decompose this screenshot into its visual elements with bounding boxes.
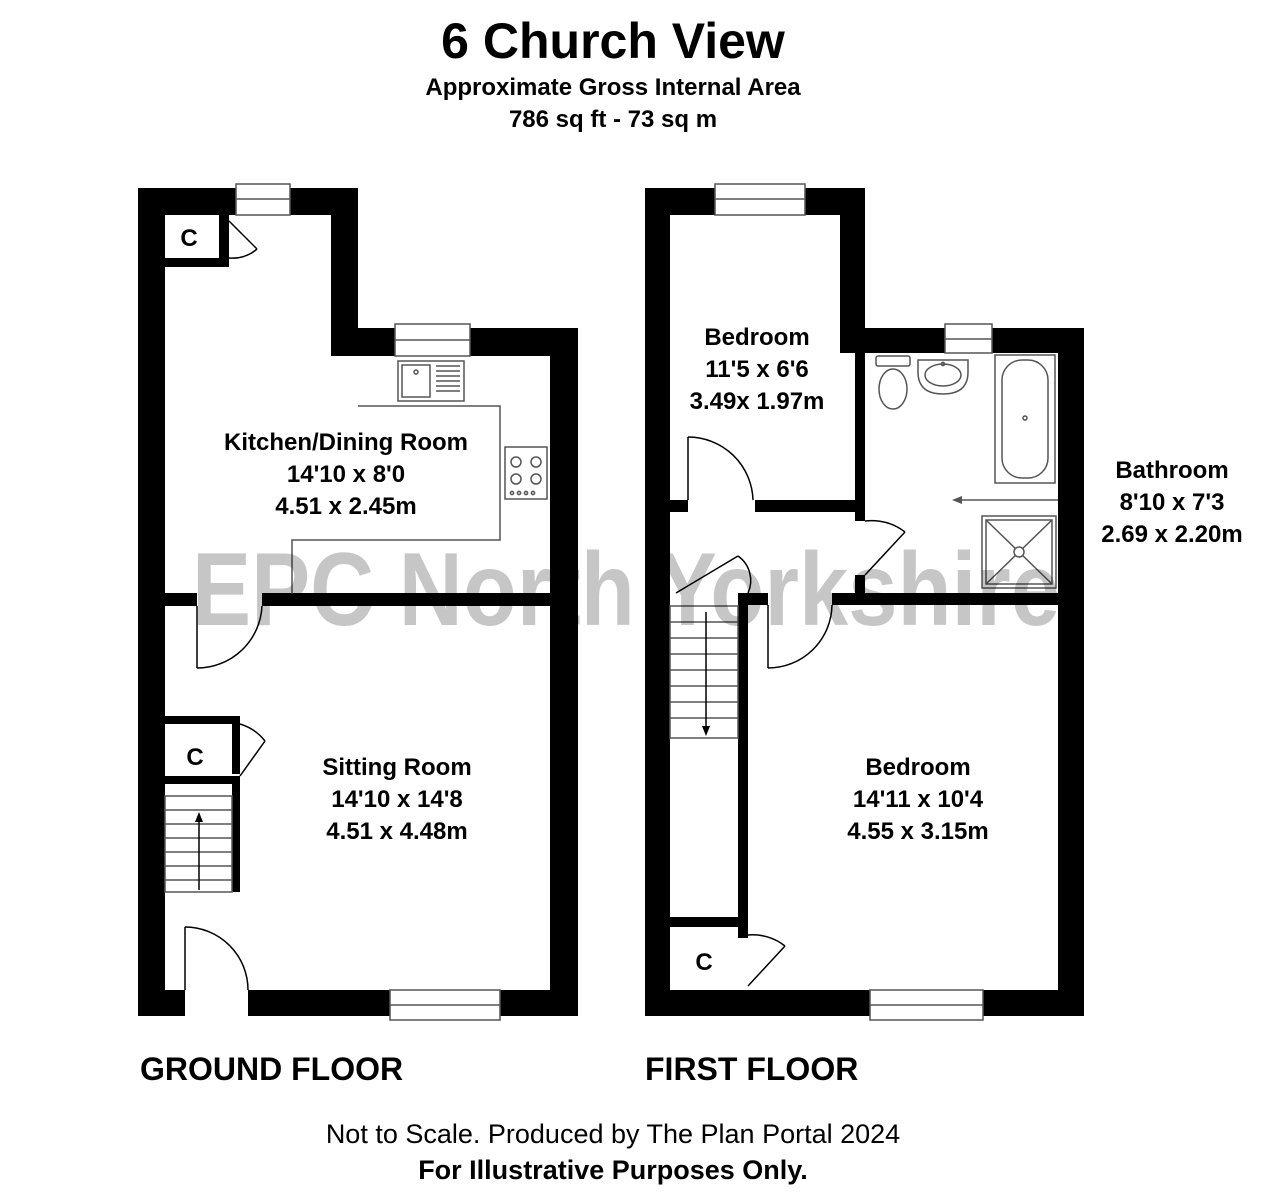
footer-disclaimer: For Illustrative Purposes Only. — [418, 1155, 808, 1185]
room-name: Sitting Room — [322, 754, 471, 781]
first-floor-walls — [645, 188, 1084, 1016]
front-door — [184, 926, 249, 991]
ground-floor-walls — [138, 188, 578, 1016]
footer-note: Not to Scale. Produced by The Plan Porta… — [325, 1119, 901, 1149]
first-floor-windows — [714, 183, 993, 1021]
door-closet-lower — [239, 723, 266, 777]
kitchen-fittings — [291, 360, 548, 594]
stairs-up-arrow-icon — [195, 812, 203, 822]
door-closet-top — [228, 220, 258, 259]
room-name: Bathroom — [1115, 457, 1228, 484]
bathroom-fittings — [875, 354, 1058, 589]
room-size-imperial: 14'10 x 8'0 — [287, 461, 405, 488]
room-size-imperial: 11'5 x 6'6 — [705, 356, 809, 383]
first-stairs — [669, 605, 739, 739]
plan-title: 6 Church View — [441, 13, 785, 69]
room-size-metric: 4.51 x 4.48m — [326, 818, 467, 845]
room-size-imperial: 8'10 x 7'3 — [1120, 489, 1225, 516]
door-landing-stairs — [675, 555, 752, 594]
room-size-metric: 4.55 x 3.15m — [847, 818, 988, 845]
hob-icon — [504, 446, 548, 500]
door-bedroom-large — [767, 604, 833, 669]
closet-label: C — [180, 225, 197, 252]
door-closet-first — [747, 934, 786, 987]
closet-label: C — [186, 744, 203, 771]
room-kitchen-dining: Kitchen/Dining Room 14'10 x 8'0 4.51 x 2… — [224, 429, 468, 520]
area-caption: Approximate Gross Internal Area — [425, 74, 801, 101]
toilet-icon — [875, 355, 911, 410]
closet-label: C — [695, 949, 712, 976]
room-size-metric: 2.69 x 2.20m — [1101, 521, 1242, 548]
room-bedroom-small: Bedroom 11'5 x 6'6 3.49x 1.97m — [690, 324, 825, 415]
first-floor-doors — [675, 436, 906, 987]
first-floor-label: FIRST FLOOR — [645, 1051, 858, 1087]
ground-stairs — [164, 795, 233, 893]
shower-icon — [981, 515, 1057, 589]
room-name: Kitchen/Dining Room — [224, 429, 468, 456]
watermark-text: EPC North Yorkshire — [192, 532, 1060, 648]
kitchen-sink-icon — [397, 360, 465, 402]
room-sitting: Sitting Room 14'10 x 14'8 4.51 x 4.48m — [322, 754, 471, 845]
room-size-metric: 4.51 x 2.45m — [275, 493, 416, 520]
door-kitchen-sitting — [196, 605, 263, 669]
area-value: 786 sq ft - 73 sq m — [508, 106, 718, 133]
room-name: Bedroom — [704, 324, 809, 351]
worktop-outline — [291, 405, 501, 594]
stairs-down-arrow-icon — [702, 726, 710, 736]
ground-floor-plan: C C Kitchen/Dining Room 14'10 x 8'0 4.51… — [138, 183, 578, 1087]
ground-floor-doors — [184, 220, 266, 991]
room-size-imperial: 14'11 x 10'4 — [853, 786, 984, 813]
room-name: Bedroom — [865, 754, 970, 781]
ground-floor-windows — [235, 183, 501, 1021]
door-bedroom-small — [687, 436, 754, 501]
basin-icon — [917, 359, 969, 395]
room-bathroom: Bathroom 8'10 x 7'3 2.69 x 2.20m — [1101, 457, 1242, 548]
ground-floor-label: GROUND FLOOR — [140, 1051, 403, 1087]
room-size-imperial: 14'10 x 14'8 — [331, 786, 463, 813]
room-size-metric: 3.49x 1.97m — [690, 388, 825, 415]
door-bathroom — [864, 519, 906, 576]
bath-icon — [994, 354, 1056, 484]
first-floor-plan: C Bedroom 11'5 x 6'6 3.49x 1.97m Bathroo… — [645, 183, 1243, 1087]
room-bedroom-large: Bedroom 14'11 x 10'4 4.55 x 3.15m — [847, 754, 988, 845]
